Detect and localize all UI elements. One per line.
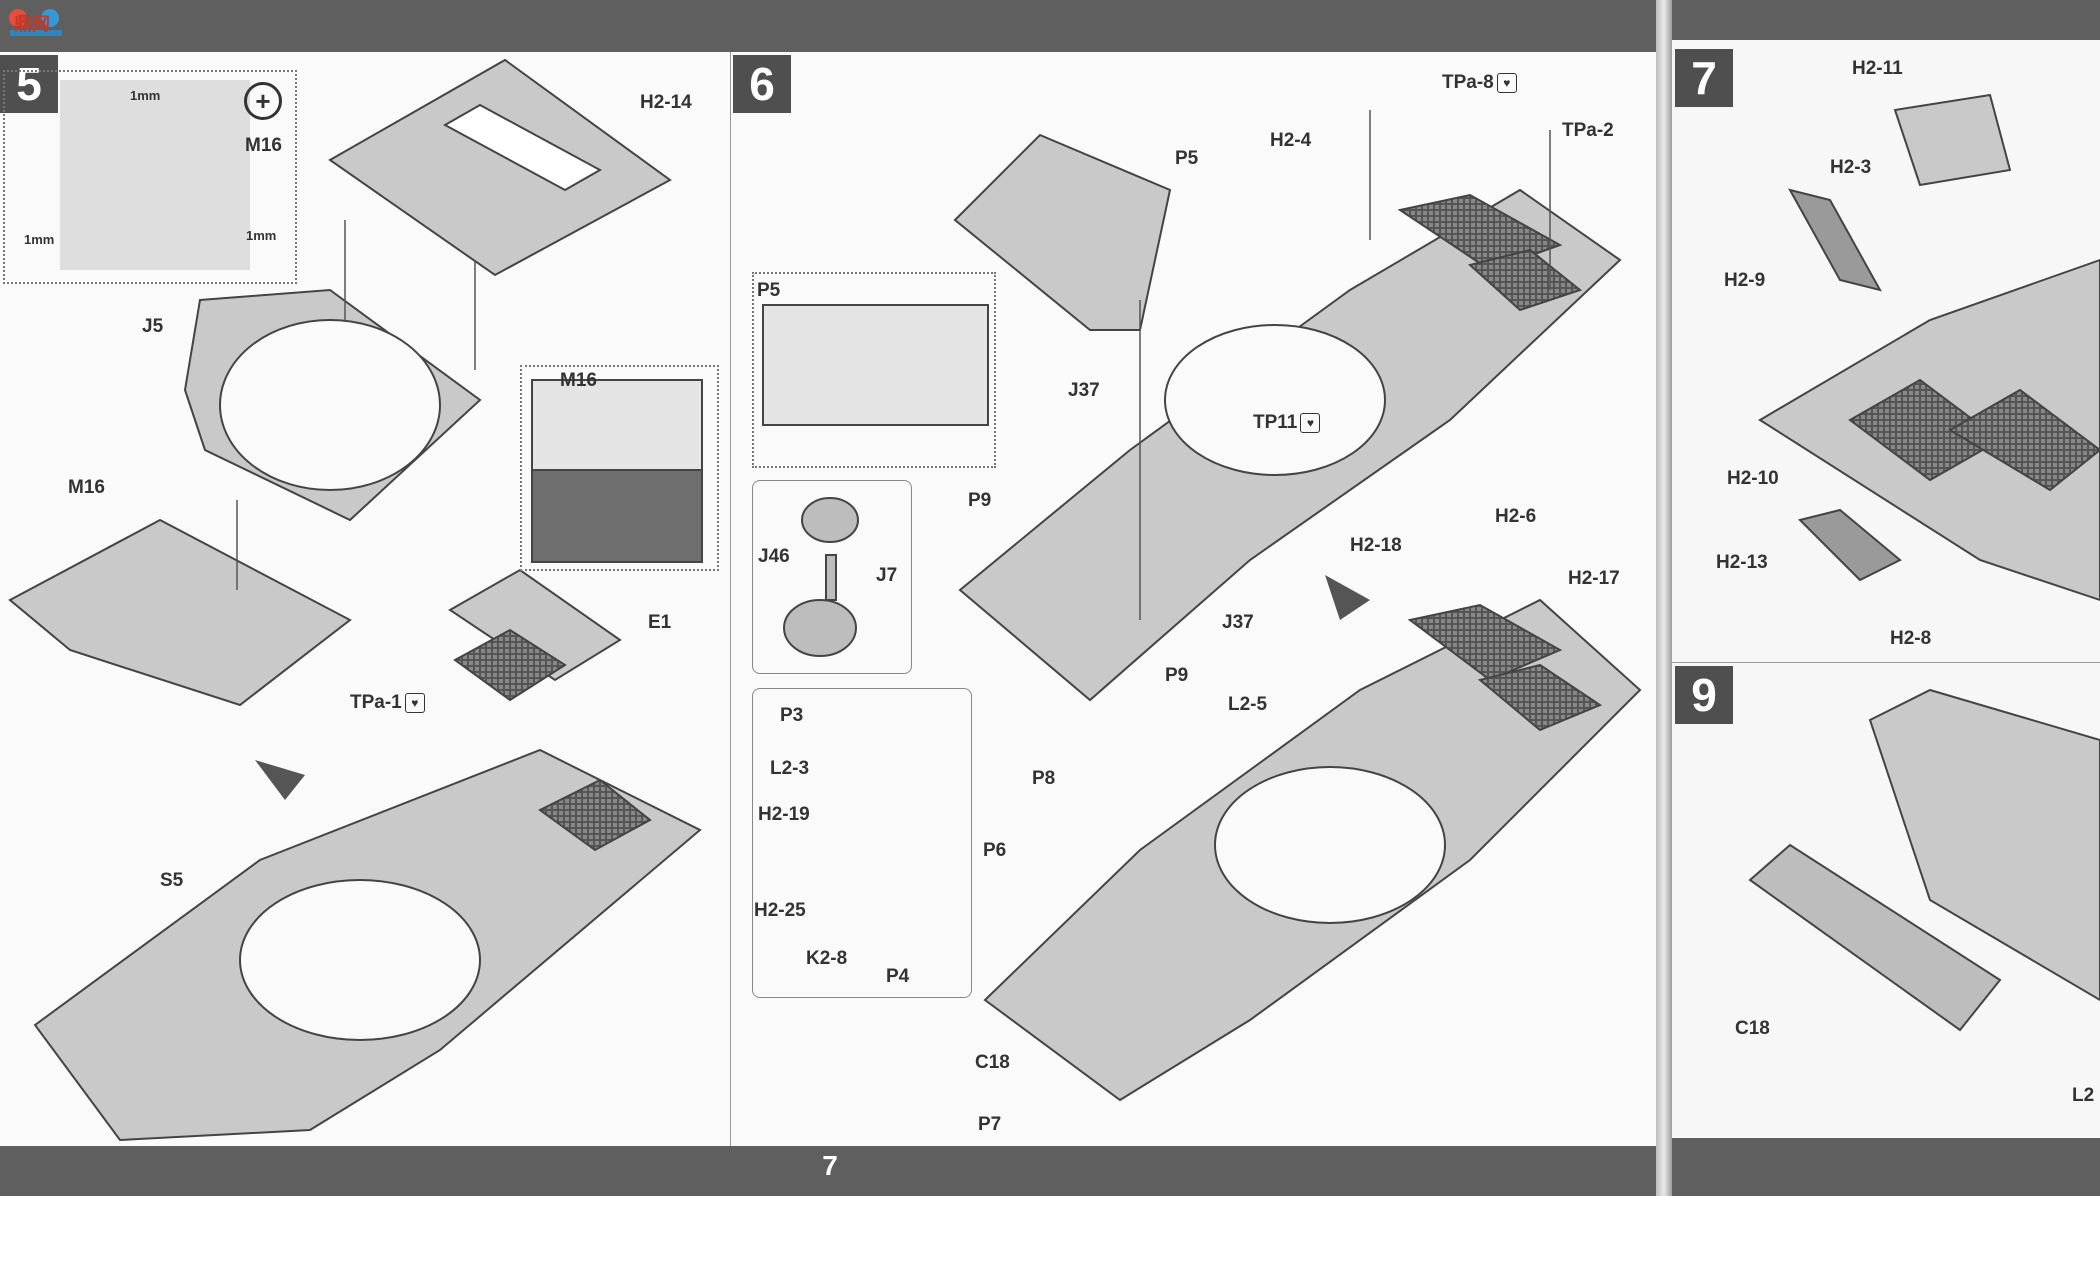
- step5-detail-inset: [3, 70, 297, 284]
- logo-text: 鼎网: [14, 14, 50, 34]
- label-c18-step9: C18: [1735, 1018, 1770, 1039]
- label-l2-3: L2-3: [770, 758, 810, 779]
- p5-detail-inset: [752, 272, 996, 468]
- label-h2-6: H2-6: [1495, 506, 1537, 527]
- label-p5-inset: P5: [757, 280, 781, 301]
- label-j37-top: J37: [1068, 380, 1100, 401]
- label-tp11: TP11♥: [1253, 412, 1321, 434]
- direction-arrow-5: [255, 760, 305, 800]
- direction-arrow-6: [1325, 575, 1370, 620]
- label-l2-5: L2-5: [1228, 694, 1268, 715]
- label-h2-11: H2-11: [1852, 58, 1903, 79]
- label-p6: P6: [983, 840, 1007, 861]
- page-gutter: [1656, 0, 1672, 1196]
- footer-band-right: [1668, 1138, 2100, 1196]
- label-j5: J5: [142, 316, 164, 337]
- label-m16-inset: M16: [560, 370, 597, 391]
- label-h2-25: H2-25: [754, 900, 806, 921]
- h2-14-plate: [328, 58, 672, 277]
- label-h2-8: H2-8: [1890, 628, 1932, 649]
- label-j46: J46: [758, 546, 790, 567]
- label-p3: P3: [780, 705, 804, 726]
- page-number: 7: [822, 1150, 838, 1181]
- label-p7: P7: [978, 1114, 1002, 1135]
- label-p4: P4: [886, 966, 910, 987]
- label-h2-10: H2-10: [1727, 468, 1779, 489]
- step-6-badge: 6: [733, 55, 791, 113]
- m16-detail-inset: [520, 365, 719, 571]
- label-j37-bottom: J37: [1222, 612, 1254, 633]
- label-tpa-8: TPa-8♥: [1442, 72, 1517, 94]
- photo-etch-icon: ♥: [404, 692, 425, 713]
- label-h2-17: H2-17: [1568, 568, 1620, 589]
- label-k2-8: K2-8: [806, 948, 848, 969]
- label-m16: M16: [68, 477, 105, 498]
- step-9-badge: 9: [1675, 666, 1733, 724]
- p3-p4-callout: [752, 688, 972, 998]
- label-p9-bottom: P9: [1165, 665, 1189, 686]
- label-h2-4: H2-4: [1270, 130, 1312, 151]
- label-e1: E1: [648, 612, 672, 633]
- label-c18: C18: [975, 1052, 1010, 1073]
- zoom-in-icon: +: [244, 82, 282, 120]
- inset-part-label: M16: [245, 135, 282, 156]
- footer-band: [0, 1146, 1668, 1196]
- label-h2-3: H2-3: [1830, 157, 1872, 178]
- column-divider: [730, 52, 731, 1146]
- label-h2-9: H2-9: [1724, 270, 1766, 291]
- label-h2-14: H2-14: [640, 92, 692, 113]
- label-tpa-1: TPa-1♥: [350, 692, 425, 714]
- j46-j7-callout: [752, 480, 912, 674]
- step-7-badge: 7: [1675, 49, 1733, 107]
- label-p8: P8: [1032, 768, 1056, 789]
- inset-plate-drawing: [60, 80, 250, 270]
- label-tpa-2: TPa-2: [1562, 120, 1614, 141]
- label-h2-18: H2-18: [1350, 535, 1402, 556]
- step-5-badge: 5: [0, 55, 58, 113]
- label-p9-top: P9: [968, 490, 992, 511]
- label-l2: L2: [2072, 1085, 2095, 1106]
- label-h2-19: H2-19: [758, 804, 810, 825]
- label-h2-13: H2-13: [1716, 552, 1768, 573]
- label-s5: S5: [160, 870, 184, 891]
- drill-1mm-left: 1mm: [24, 232, 55, 247]
- right-divider: [1668, 662, 2100, 663]
- drill-1mm-right: 1mm: [246, 228, 277, 243]
- drill-1mm-top: 1mm: [130, 88, 161, 103]
- label-j7: J7: [876, 565, 898, 586]
- label-p5: P5: [1175, 148, 1199, 169]
- site-logo: [6, 4, 66, 38]
